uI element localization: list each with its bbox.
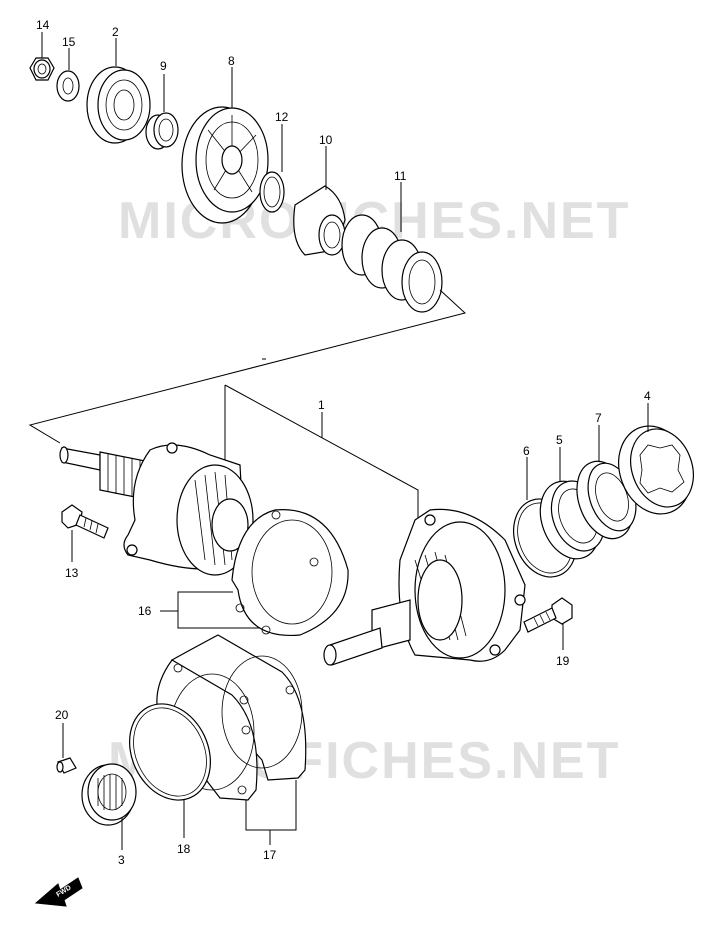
callout-3[interactable]: 3 [118, 853, 125, 867]
part-19-bolt [523, 597, 573, 633]
callout-4[interactable]: 4 [644, 389, 651, 403]
callout-11[interactable]: 11 [394, 169, 407, 183]
part-4-bearing [618, 425, 694, 515]
part-8-gear [181, 106, 269, 224]
fwd-arrow-icon: FWD [34, 877, 83, 907]
part-3-needle-bearing [81, 763, 137, 826]
part-11-spring [341, 214, 443, 313]
part-16-gasket [231, 509, 349, 637]
part-12-circlip [259, 171, 285, 213]
callout-6[interactable]: 6 [523, 444, 530, 458]
part-1-final-gear-case [323, 508, 526, 666]
callout-17[interactable]: 17 [263, 848, 277, 862]
part-17-gasket [156, 634, 307, 801]
callout-12[interactable]: 12 [275, 110, 289, 124]
callout-10[interactable]: 10 [319, 133, 333, 147]
callout-13[interactable]: 13 [65, 566, 79, 580]
part-14-nut [29, 57, 55, 81]
part-20-pin [56, 757, 77, 774]
part-9-collar [145, 112, 179, 150]
callout-8[interactable]: 8 [228, 54, 235, 68]
part-15-washer [56, 70, 80, 102]
callout-1[interactable]: 1 [318, 398, 325, 412]
callout-16[interactable]: 16 [138, 604, 152, 618]
callout-9[interactable]: 9 [160, 59, 167, 73]
callout-20[interactable]: 20 [55, 708, 69, 722]
callout-15[interactable]: 15 [62, 35, 76, 49]
part-18-o-ring [128, 703, 212, 801]
part-2-bearing [86, 66, 151, 144]
callout-5[interactable]: 5 [556, 433, 563, 447]
callout-2[interactable]: 2 [112, 25, 119, 39]
part-1-pinion-housing [59, 442, 254, 576]
callout-19[interactable]: 19 [556, 654, 570, 668]
callout-7[interactable]: 7 [595, 411, 602, 425]
callout-18[interactable]: 18 [177, 842, 191, 856]
callout-14[interactable]: 14 [36, 18, 50, 32]
part-13-bolt [61, 504, 109, 539]
